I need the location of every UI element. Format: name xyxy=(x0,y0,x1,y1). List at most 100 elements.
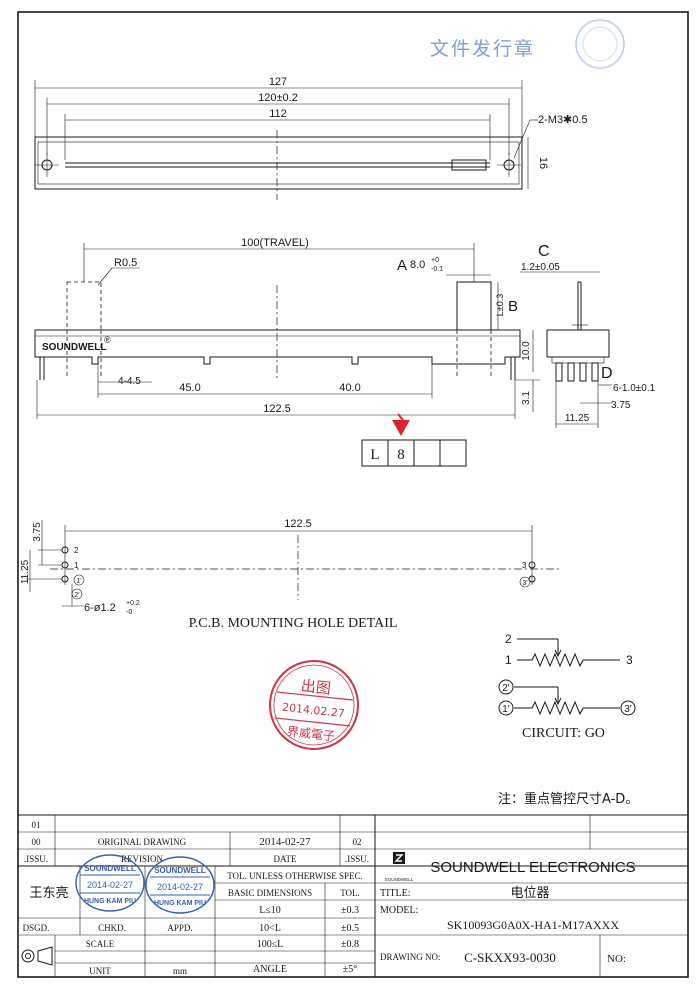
dim-16: 16 xyxy=(537,157,549,169)
label-c: C xyxy=(538,243,550,260)
brand-label: SOUNDWELL xyxy=(42,342,106,353)
top-view: 127 120±0.2 112 2-M3✱0.5 16 xyxy=(34,76,588,200)
pcb-hole-icon xyxy=(528,561,536,569)
pcb-dim-1225: 122.5 xyxy=(284,518,312,530)
terminal xyxy=(579,362,587,382)
dim-a-tol-bot: -0.1 xyxy=(431,266,443,273)
pcb-pin-1: 1 xyxy=(74,561,79,570)
model-value: SK10093G0A0X-HA1-M17AXXX xyxy=(447,918,619,932)
tol-row-dim: 100≤L xyxy=(257,939,284,950)
dsgd-label: DSGD. xyxy=(23,923,50,933)
tol-row-tol: ±0.3 xyxy=(341,905,359,916)
chkd-label: CHKD. xyxy=(98,923,126,933)
company-name: SOUNDWELL ELECTRONICS xyxy=(430,859,635,876)
control-note: 注：重点管控尺寸A-D。 xyxy=(498,791,638,807)
no-label: NO: xyxy=(607,953,626,965)
dim-b: L±0.3 xyxy=(495,294,505,316)
unit-label: UNIT xyxy=(89,966,111,976)
dim-c: 1.2±0.05 xyxy=(521,262,560,273)
side-view-body xyxy=(34,329,521,365)
rev-00: 00 xyxy=(32,837,42,847)
logo-label: SOUNDWELL xyxy=(385,877,414,882)
orig-date: 2014-02-27 xyxy=(259,836,311,848)
side-view: SOUNDWELL ® 100(TRAVEL) R0.5 A 8.0 +0 -0… xyxy=(34,237,540,419)
projection-symbol-icon xyxy=(21,946,53,966)
terminal xyxy=(591,362,599,382)
top-view-body xyxy=(34,136,523,190)
tol-row-tol: ±0.5 xyxy=(341,923,359,934)
circuit-pin-1: 1 xyxy=(505,653,512,667)
stamp2-top: SOUNDWELL xyxy=(154,866,206,875)
dim-375-end: 3.75 xyxy=(611,400,631,411)
pcb-mounting-detail: 122.5 2 1 1' 2' 3 3' 3.75 11.25 6-ø1.2 +… xyxy=(20,518,560,631)
tol-label: TOL. xyxy=(340,888,360,898)
dim-1225-side: 122.5 xyxy=(263,403,291,415)
holes-note: 2-M3✱0.5 xyxy=(538,114,588,126)
stamp2-bottom: HUNG KAM PIU xyxy=(154,900,206,907)
rev-01: 01 xyxy=(32,820,41,830)
title-block: 01 00 ORIGINAL DRAWING 2014-02-27 02 .IS… xyxy=(17,814,689,978)
basic-dims-label: BASIC DIMENSIONS xyxy=(228,888,312,898)
dim-40: 40.0 xyxy=(339,382,360,394)
scale-label: SCALE xyxy=(86,939,115,949)
circuit-pin-2p: 2' xyxy=(502,683,510,694)
model-label: MODEL: xyxy=(380,905,418,916)
stamp2-date: 2014-02-27 xyxy=(157,882,203,892)
dim-10: 10.0 xyxy=(521,341,532,361)
tol-row-dim: ANGLE xyxy=(253,964,287,975)
terminal xyxy=(555,362,563,382)
label-b: B xyxy=(508,298,518,315)
radius-dim: R0.5 xyxy=(114,257,137,269)
resistor-1-icon xyxy=(517,652,620,668)
stamp-bottom-text: 界威電子 xyxy=(286,724,335,743)
appd-label: APPD. xyxy=(167,923,192,933)
pcb-dim-375: 3.75 xyxy=(32,522,43,542)
tol-row-dim: L≤10 xyxy=(259,905,281,916)
issu-right: .ISSU. xyxy=(345,854,369,864)
end-view: C 1.2±0.05 D 6-1.0±0.1 3.75 11.25 xyxy=(520,243,656,428)
pcb-pin-2: 2 xyxy=(74,546,79,555)
dim-1125-end: 11.25 xyxy=(565,413,590,424)
circuit-diagram: 2 1 3 2' 1' 3' CIRCUIT: GO xyxy=(498,632,636,741)
dim-31: 3.1 xyxy=(521,391,532,405)
circuit-pin-3: 3 xyxy=(626,653,633,667)
dim-d: 6-1.0±0.1 xyxy=(613,383,656,394)
label-d: D xyxy=(601,365,613,382)
pcb-pin-3: 3 xyxy=(522,561,527,570)
issu-left: .ISSU. xyxy=(24,854,48,864)
tol-row-tol: ±5° xyxy=(343,964,358,975)
stamp1-bottom: HUNG KAM PIU xyxy=(84,898,136,905)
drawing-no-label: DRAWING NO: xyxy=(380,952,441,962)
end-view-body xyxy=(546,329,610,358)
length-cell-label: L xyxy=(370,447,379,463)
designer-name: 王东亮 xyxy=(29,885,68,901)
dim-45: 45.0 xyxy=(179,382,200,394)
unit-mm: mm xyxy=(173,966,187,976)
red-arrow-icon xyxy=(392,420,410,436)
resistor-2-icon xyxy=(514,700,620,716)
pcb-dim-1125: 11.25 xyxy=(20,559,31,584)
stamp-top-text: 出图 xyxy=(300,677,332,698)
pcb-pin-2p: 2' xyxy=(74,592,79,599)
approval-stamp-2: SOUNDWELL 2014-02-27 HUNG KAM PIU xyxy=(145,856,215,914)
issue-watermark: 文件发行章 xyxy=(430,19,625,69)
date-label: DATE xyxy=(274,854,297,864)
dim-120: 120±0.2 xyxy=(258,92,298,104)
length-cell-value: 8 xyxy=(397,447,405,463)
tol-row-tol: ±0.8 xyxy=(341,939,359,950)
stamp1-date: 2014-02-27 xyxy=(87,880,133,890)
circuit-label: CIRCUIT: GO xyxy=(522,726,605,741)
registered-mark: ® xyxy=(104,335,111,345)
pcb-pin-1p: 1' xyxy=(76,578,81,585)
hole-note: 6-ø1.2 xyxy=(84,602,116,614)
label-a: A xyxy=(397,257,407,274)
hole-tol-top: +0.2 xyxy=(126,600,140,607)
dim-127: 127 xyxy=(269,76,287,88)
revision-label: REVISION xyxy=(121,854,163,864)
rev-02: 02 xyxy=(353,837,362,847)
pcb-pin-3p: 3' xyxy=(522,580,527,587)
pcb-title: P.C.B. MOUNTING HOLE DETAIL xyxy=(189,616,398,631)
title-label: TITLE: xyxy=(380,888,411,899)
terminal xyxy=(567,362,575,382)
